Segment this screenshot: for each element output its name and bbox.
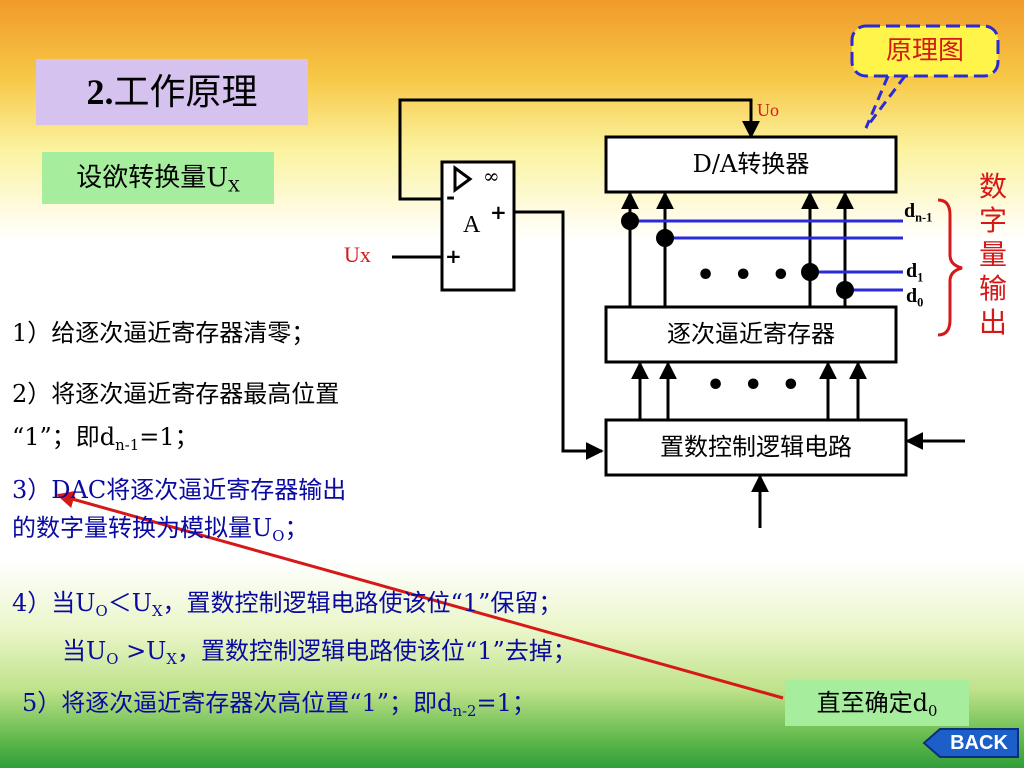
step-4a-p2: ＜U	[107, 589, 152, 617]
feedback-wire	[398, 98, 753, 201]
sar-label: 逐次逼近寄存器	[667, 320, 835, 348]
step-1: 1）给逐次逼近寄存器清零；	[12, 319, 316, 347]
until-pre: 直至确定d	[816, 689, 928, 717]
step-5-sub: n-2	[452, 702, 477, 721]
step-4b-s2: X	[166, 650, 177, 669]
back-arrow-icon	[922, 728, 1019, 758]
step-4a-p1: 4）当U	[12, 589, 96, 617]
d-n-1-label: dn-1	[904, 200, 933, 225]
d-0-label: d0	[906, 285, 924, 310]
step-4a-s2: X	[151, 602, 163, 621]
dac-label: D/A转换器	[692, 150, 810, 178]
dots-bottom: • • •	[706, 368, 805, 403]
until-sub: 0	[927, 702, 938, 721]
title-text: 工作原理	[113, 72, 258, 113]
d-0-base: d	[906, 285, 918, 307]
comparator-output-wire	[514, 210, 604, 460]
step-3-line-2: 的数字量转换为模拟量UO；	[12, 513, 309, 546]
dots-top: • • •	[696, 258, 795, 293]
control-logic-label: 置数控制逻辑电路	[660, 433, 852, 461]
until-text: 直至确定d0	[785, 680, 969, 726]
given-sub: X	[228, 176, 240, 196]
step-3-line-1: 3）DAC将逐次逼近寄存器输出	[12, 476, 347, 504]
step-4a-s1: O	[95, 602, 108, 621]
digital-output-char: 字	[978, 204, 1007, 237]
step-3-post: ；	[284, 514, 309, 542]
opamp-infinity: ∞	[483, 164, 500, 188]
step-5-pre: 5）将逐次逼近寄存器次高位置“1”；即d	[22, 689, 453, 717]
back-label: BACK	[950, 732, 1008, 754]
step-4b-p2: >U	[118, 637, 167, 665]
d-1-base: d	[906, 260, 918, 282]
control-logic-block	[604, 418, 908, 477]
d-0-sub: 0	[917, 295, 924, 310]
step-4-line-1: 4）当UO＜UX，置数控制逻辑电路使该位“1”保留；	[12, 588, 563, 621]
step-2-line-2: “1”；即dn-1=1；	[12, 422, 199, 455]
d-n-1-sub: n-1	[915, 210, 933, 225]
callout-label: 原理图	[885, 36, 964, 66]
step-5: 5）将逐次逼近寄存器次高位置“1”；即dn-2=1；	[22, 688, 536, 721]
step-4b-p3: ，置数控制逻辑电路使该位“1”去掉；	[177, 637, 577, 665]
page-title: 2.工作原理	[36, 59, 308, 125]
opamp-plus-top: +	[490, 200, 507, 224]
digital-output-char: 输	[978, 272, 1007, 305]
ux-label: Ux	[344, 242, 371, 267]
d-1-sub: 1	[917, 270, 924, 285]
step-4b-s1: O	[106, 650, 119, 669]
step-2-post: =1；	[139, 423, 199, 451]
until-box	[785, 680, 969, 726]
step-3-sub: O	[272, 527, 285, 546]
dac-block	[604, 135, 898, 194]
callout-bubble	[850, 24, 1000, 129]
step-4a-p3: ，置数控制逻辑电路使该位“1”保留；	[162, 589, 563, 617]
step-3-pre: 的数字量转换为模拟量U	[12, 514, 273, 542]
bus-junction-dots	[621, 212, 854, 299]
step-2-line-1: 2）将逐次逼近寄存器最高位置	[12, 380, 340, 408]
output-brace	[937, 198, 963, 337]
digital-output-label: 数 字 量 输 出	[977, 170, 1009, 340]
control-to-sar-arrows	[631, 361, 867, 420]
title-number: 2.	[86, 72, 114, 112]
step-4b-p1: 当U	[62, 637, 107, 665]
d-1-label: d1	[906, 260, 924, 285]
comparator-name: A	[463, 212, 481, 238]
step-2-pre: “1”；即d	[12, 423, 116, 451]
d-n-1-base: d	[904, 200, 916, 222]
comparator-minus: -	[446, 184, 456, 210]
given-box	[42, 152, 274, 204]
digital-output-char: 出	[978, 306, 1007, 339]
step-4-line-2: 当UO >UX，置数控制逻辑电路使该位“1”去掉；	[62, 636, 577, 669]
step-2-sub: n-1	[115, 436, 140, 455]
digital-output-char: 数	[978, 170, 1007, 203]
digital-output-char: 量	[978, 238, 1007, 271]
back-button[interactable]: BACK	[922, 727, 1020, 759]
opamp-symbol	[453, 165, 473, 193]
sar-block	[604, 305, 898, 364]
uo-label: Uo	[757, 100, 779, 120]
step-5-post: =1；	[476, 689, 536, 717]
digital-output-bus	[630, 219, 903, 292]
comparator-plus: +	[445, 244, 462, 268]
given-text: 设欲转换量UX	[42, 152, 274, 204]
given-prefix: 设欲转换量U	[76, 163, 229, 193]
loop-back-arrow	[56, 490, 784, 700]
title-box	[36, 59, 308, 125]
